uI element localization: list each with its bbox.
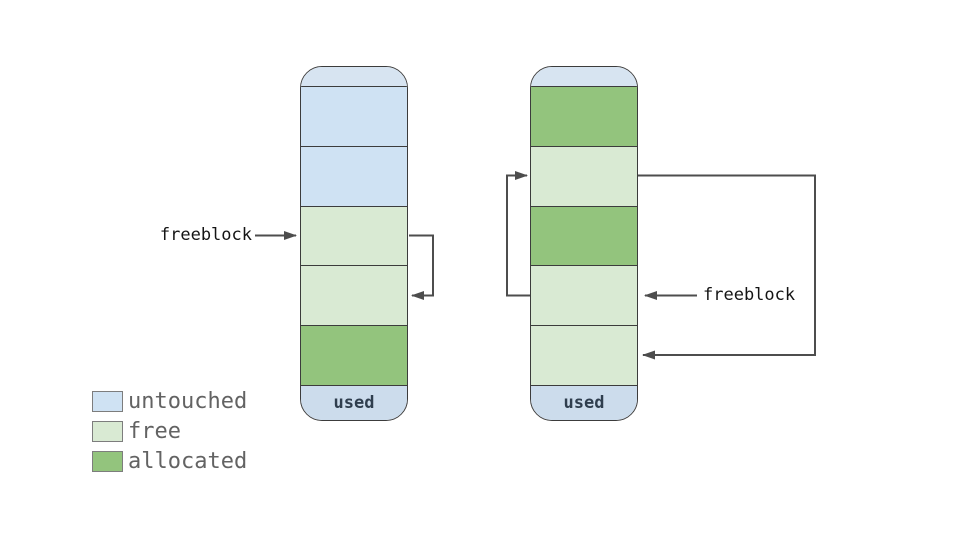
memory-block-5-allocated xyxy=(301,325,407,385)
heap-column-right: used xyxy=(530,66,638,421)
legend-item-free: free xyxy=(92,419,247,444)
freeblock-label-right: freeblock xyxy=(703,285,796,305)
memory-block-3-free xyxy=(301,205,407,266)
heap-column-left: used xyxy=(300,66,408,421)
legend-label: allocated xyxy=(128,449,248,474)
memory-block-4-free xyxy=(531,265,637,326)
legend-swatch-free xyxy=(92,421,123,442)
heap-segments xyxy=(531,86,637,385)
used-label: used xyxy=(333,393,375,413)
memory-block-3-allocated xyxy=(531,205,637,266)
connector-right-free2-to-free5 xyxy=(638,174,816,360)
heap-top-cap xyxy=(301,67,407,86)
heap-top-cap xyxy=(531,67,637,86)
heap-segments xyxy=(301,86,407,385)
memory-block-1-allocated xyxy=(531,86,637,146)
memory-block-1-untouched xyxy=(301,86,407,146)
connector-left-free1-to-free2 xyxy=(409,234,434,300)
legend-swatch-untouched xyxy=(92,391,123,412)
legend: untouched free allocated xyxy=(92,389,248,474)
legend-label: untouched xyxy=(128,389,248,414)
used-label: used xyxy=(563,393,605,413)
freeblock-label-left: freeblock xyxy=(159,225,252,245)
legend-swatch-allocated xyxy=(92,451,123,472)
legend-label: free xyxy=(128,419,181,444)
used-region: used xyxy=(531,385,637,420)
used-region: used xyxy=(301,385,407,420)
memory-block-4-free xyxy=(301,265,407,326)
connector-right-free4-to-free2 xyxy=(506,171,530,297)
memory-block-5-free xyxy=(531,325,637,385)
legend-item-allocated: allocated xyxy=(92,449,248,474)
memory-block-2-untouched xyxy=(301,145,407,206)
legend-item-untouched: untouched xyxy=(92,389,248,414)
memory-block-2-free xyxy=(531,145,637,206)
